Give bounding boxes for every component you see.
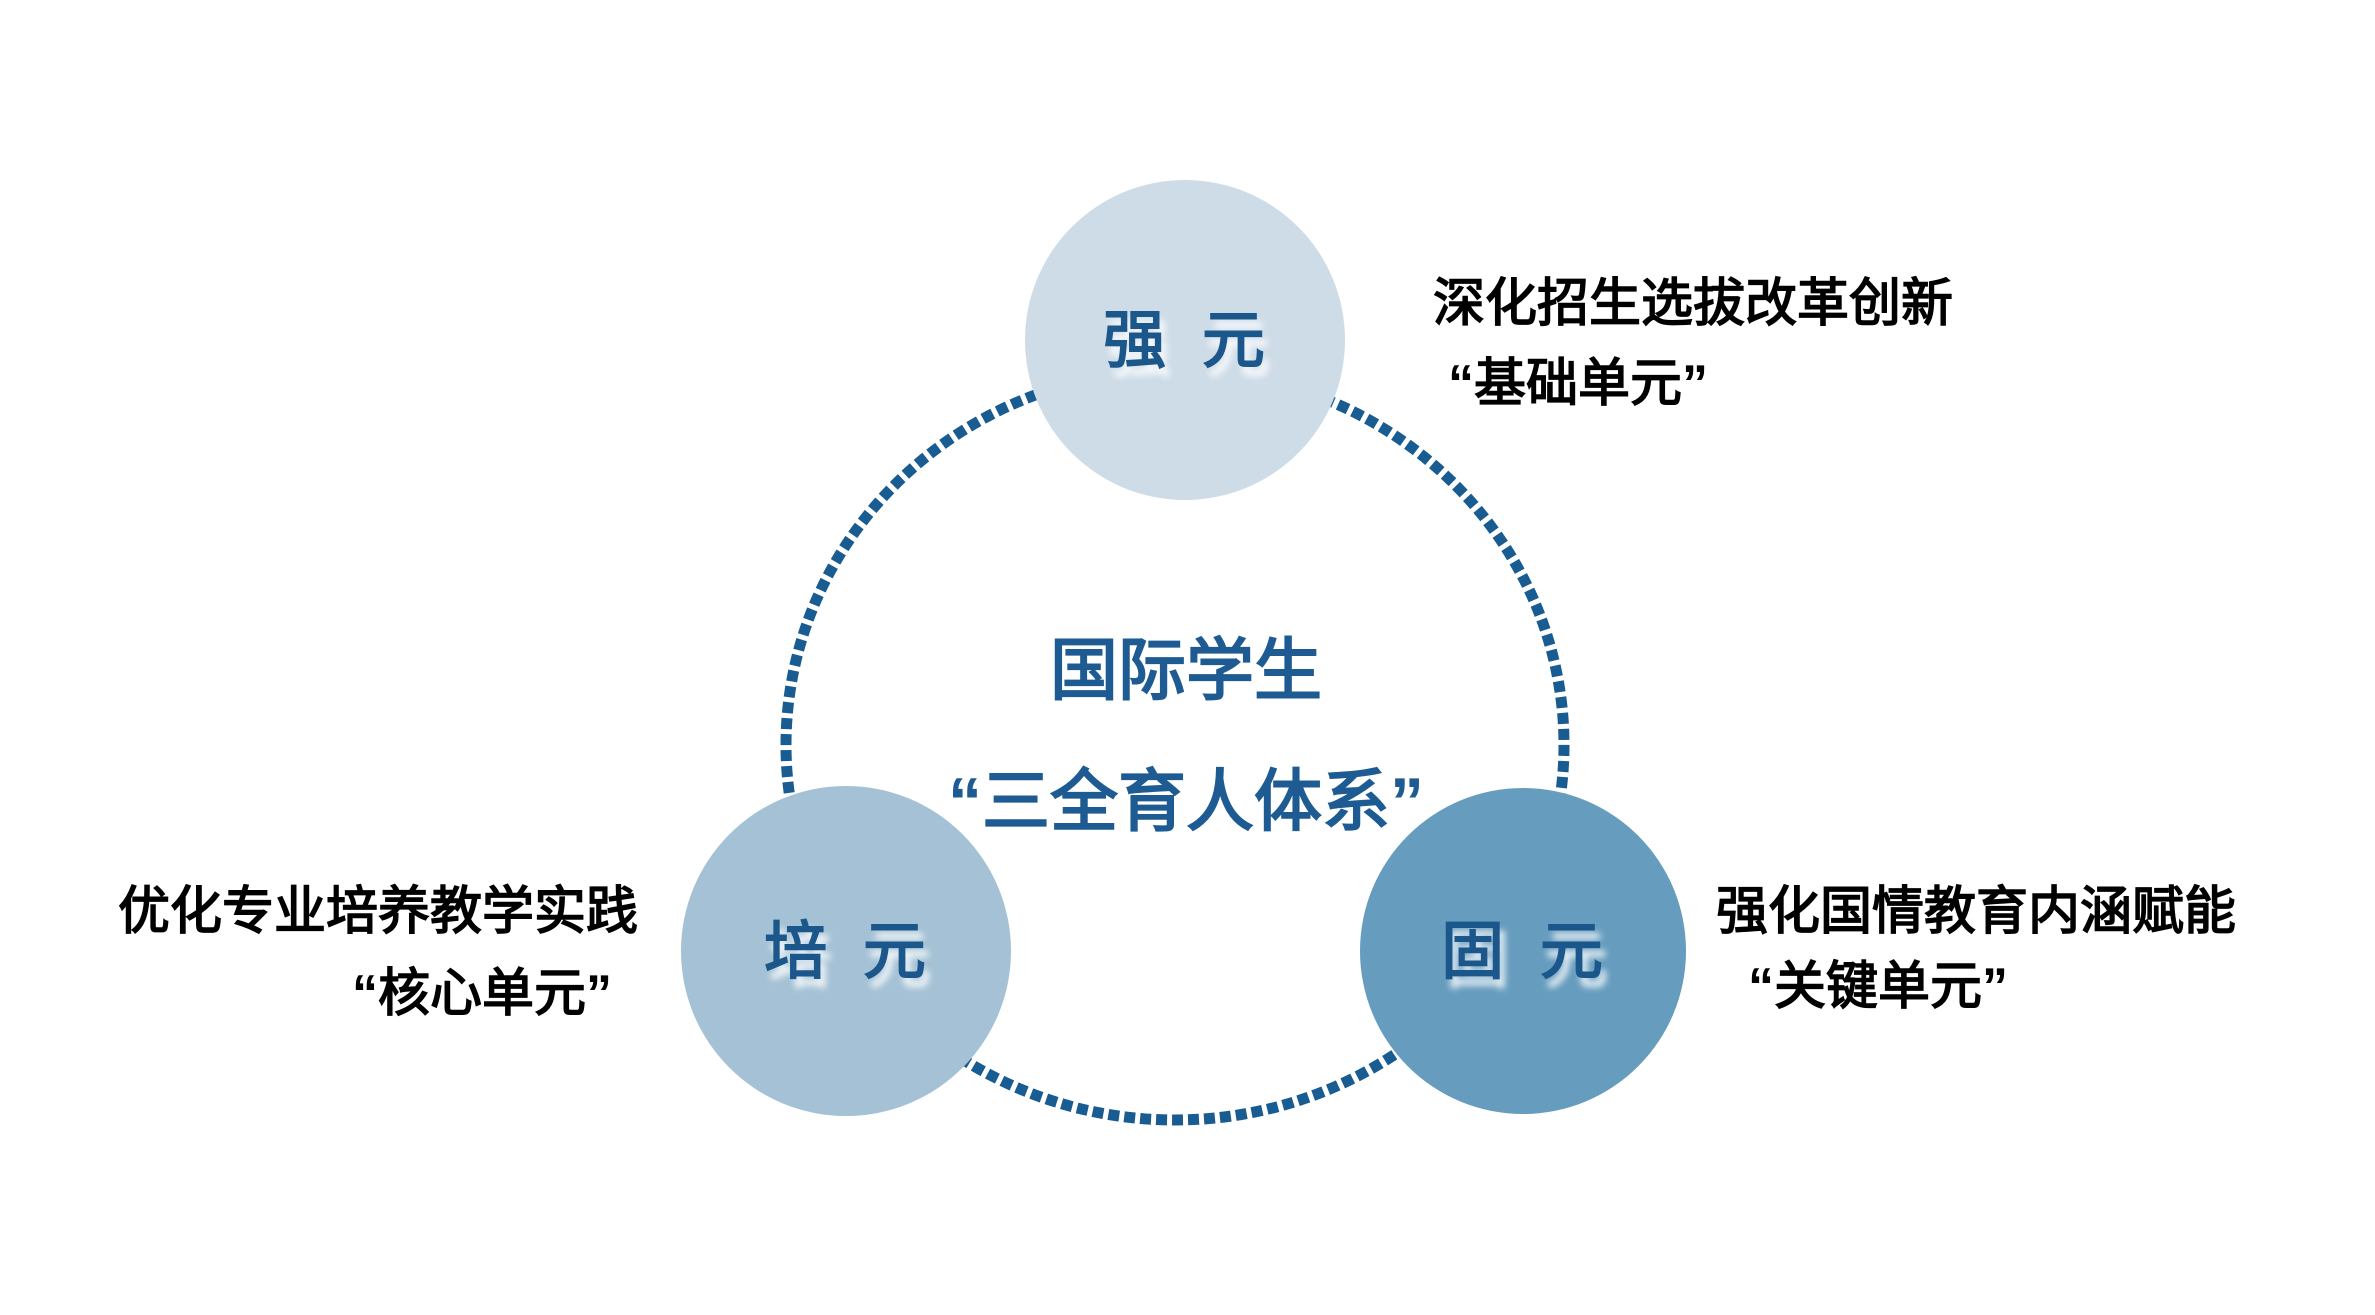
node-circle-qiangyuan: 强 元	[1025, 180, 1345, 500]
node-label-guyuan: 固 元	[1441, 916, 1605, 987]
node-circle-guyuan: 固 元	[1360, 788, 1686, 1114]
annotation-guyuan-line2: “关键单元”	[1748, 958, 2009, 1016]
annotation-qiangyuan-line1: 深化招生选拔改革创新	[1433, 275, 1954, 333]
annotation-peiyuan-line1: 优化专业培养教学实践	[118, 883, 639, 941]
annotation-qiangyuan-line2: “基础单元”	[1448, 355, 1709, 413]
center-title: 国际学生 “三全育人体系”	[786, 606, 1586, 868]
node-label-qiangyuan: 强 元	[1103, 305, 1267, 376]
annotation-peiyuan-line2: “核心单元”	[352, 965, 613, 1023]
node-label-peiyuan: 培 元	[764, 916, 928, 987]
annotation-guyuan-line1: 强化国情教育内涵赋能	[1716, 883, 2237, 941]
center-title-line1: 国际学生	[1049, 633, 1322, 709]
node-circle-peiyuan: 培 元	[681, 786, 1011, 1116]
center-title-line2: “三全育人体系”	[947, 764, 1424, 840]
